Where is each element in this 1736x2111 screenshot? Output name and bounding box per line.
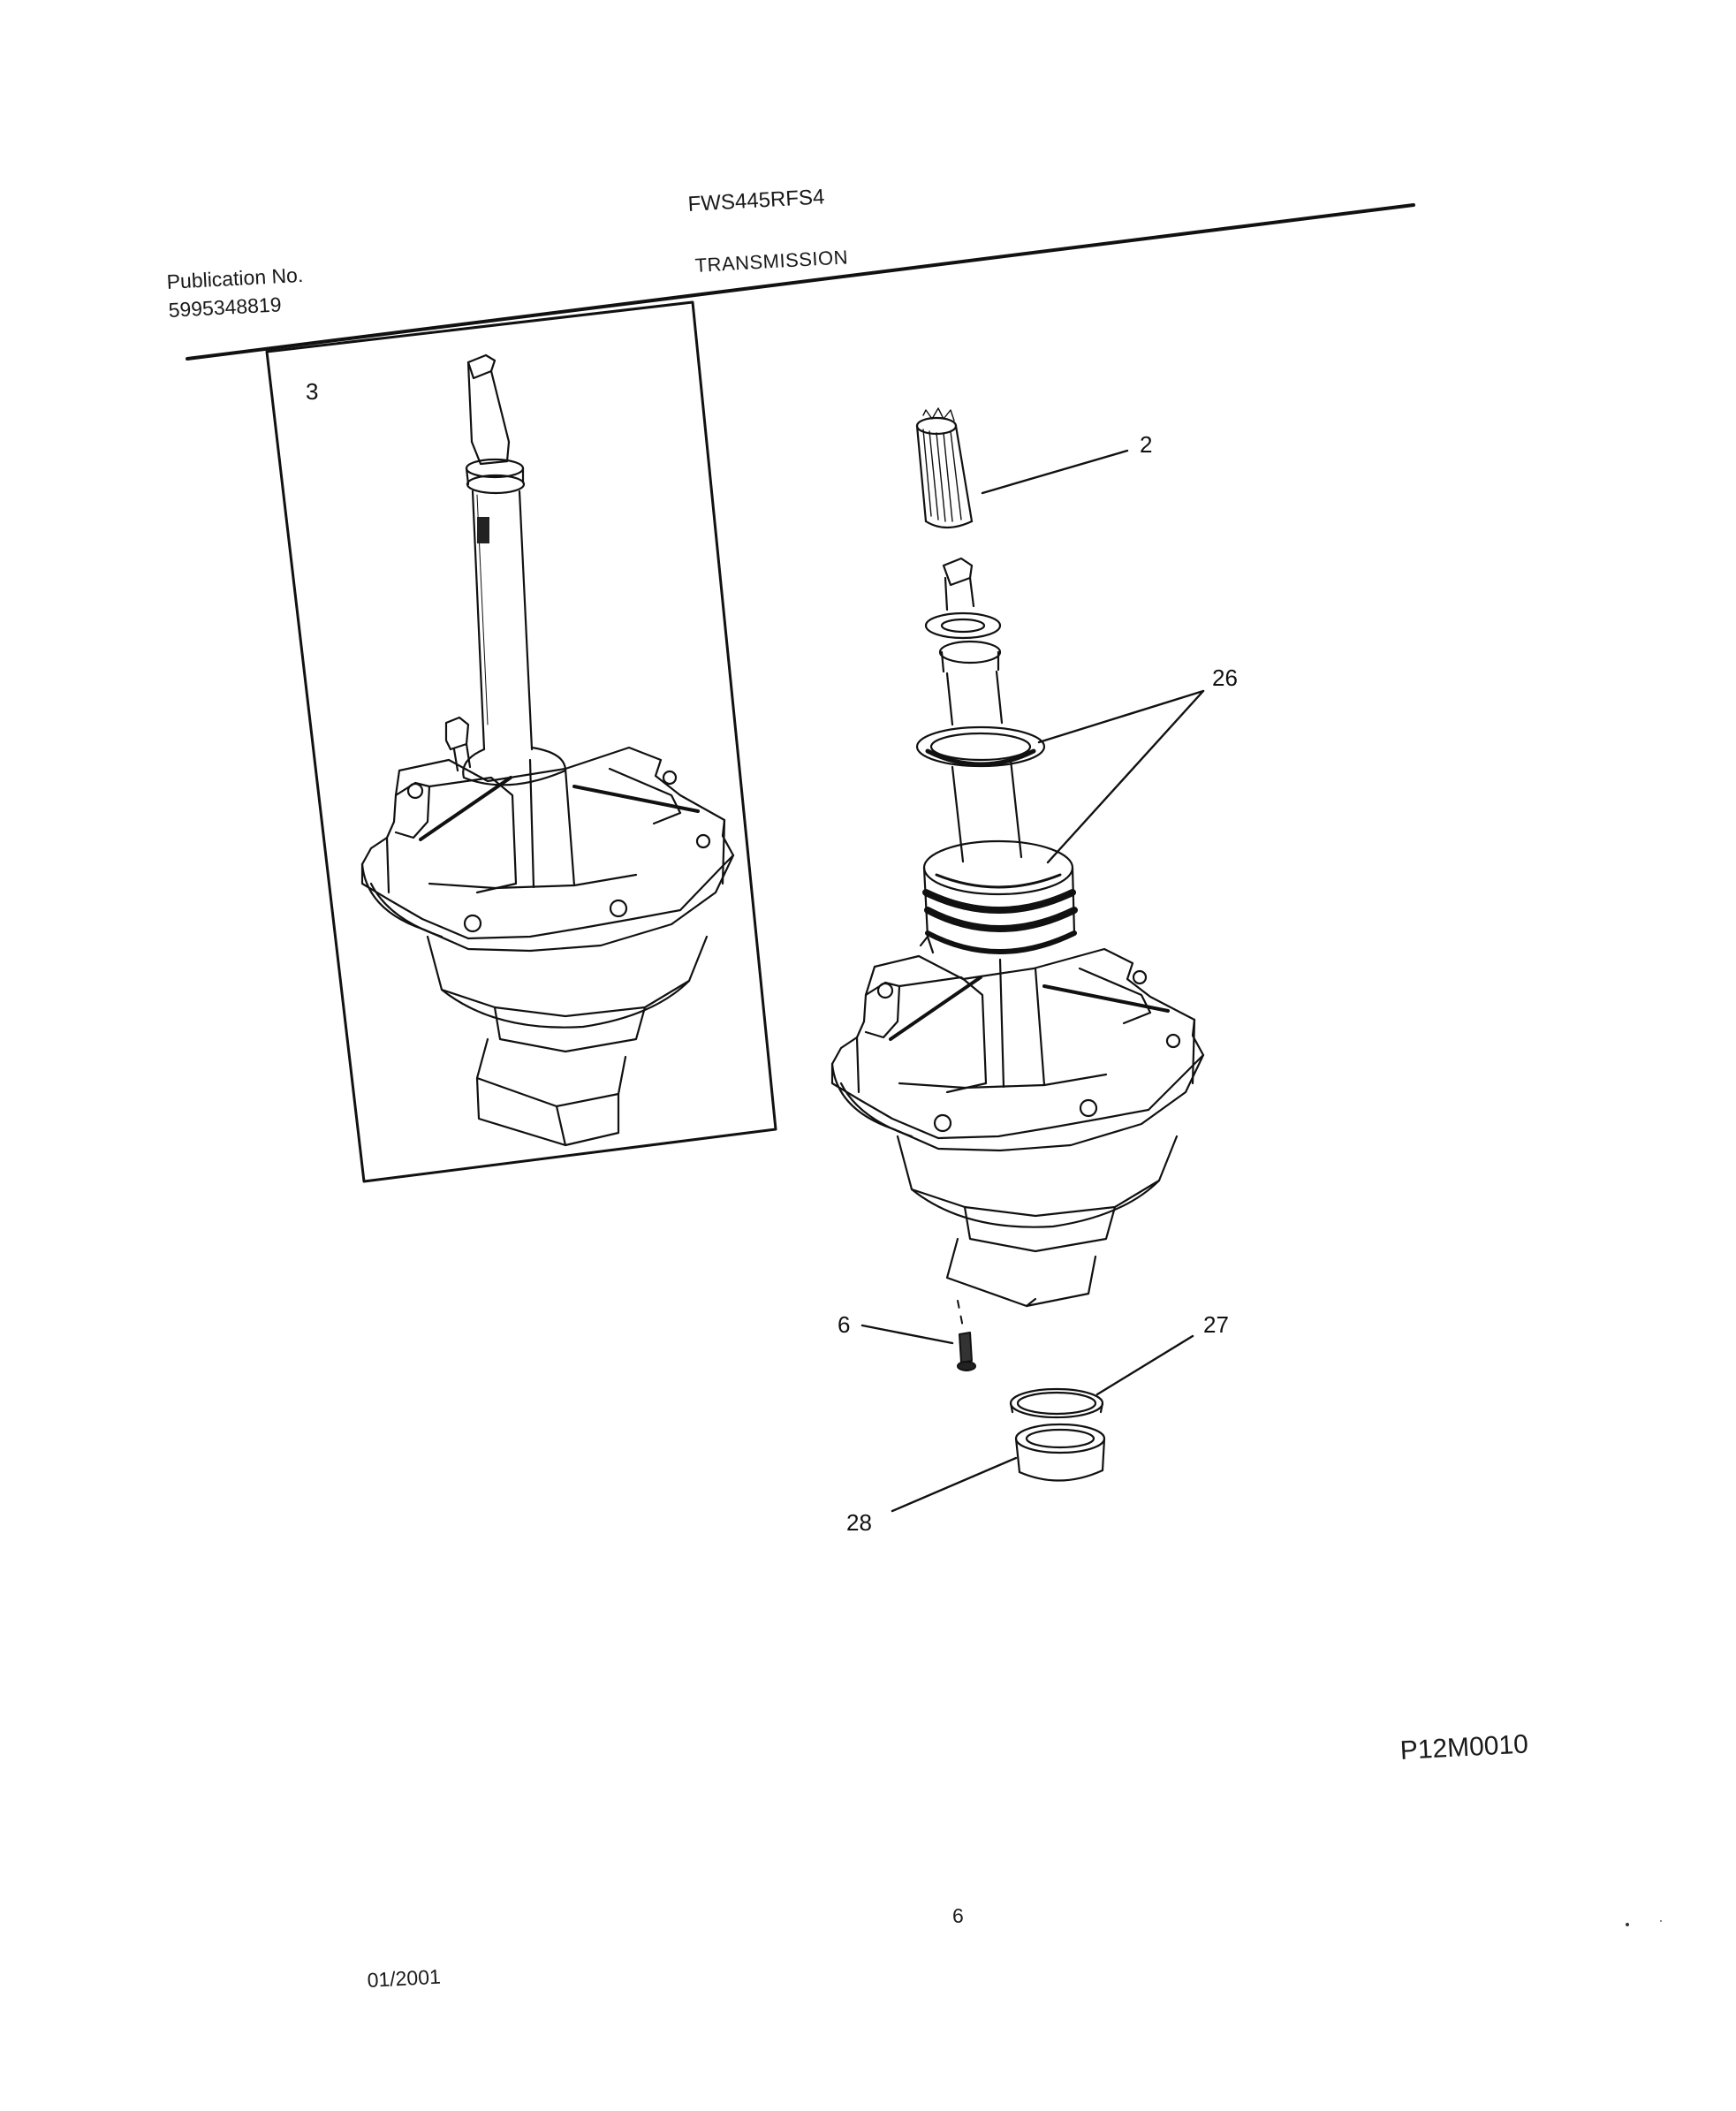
leader-lines (860, 449, 1205, 1513)
leader-28 (891, 1456, 1018, 1513)
part-28-bushing (1014, 1423, 1106, 1482)
part-3-inset-frame (265, 300, 777, 1183)
part-3-transmission-assembly (360, 353, 735, 1147)
callout-28: 28 (846, 1509, 872, 1536)
leader-6 (860, 1324, 954, 1345)
leader-27 (1095, 1334, 1194, 1396)
part-27-ring (1009, 1387, 1104, 1419)
part-2-splined-sleeve (915, 407, 974, 529)
callout-27: 27 (1203, 1311, 1229, 1338)
speck (1660, 1920, 1662, 1922)
speck (1626, 1923, 1629, 1926)
main-transmission-assembly (830, 557, 1205, 1308)
page-number: 6 (952, 1904, 964, 1927)
callout-2: 2 (1140, 431, 1153, 458)
callout-6: 6 (838, 1311, 851, 1338)
leader-2 (981, 449, 1129, 495)
revision-date: 01/2001 (367, 1964, 442, 1992)
part-6-screw (957, 1300, 976, 1371)
callout-3: 3 (306, 378, 319, 405)
leader-26-b (1046, 689, 1205, 864)
callout-26: 26 (1212, 664, 1238, 691)
leader-26-a (1037, 689, 1205, 744)
header-rule (186, 203, 1415, 361)
